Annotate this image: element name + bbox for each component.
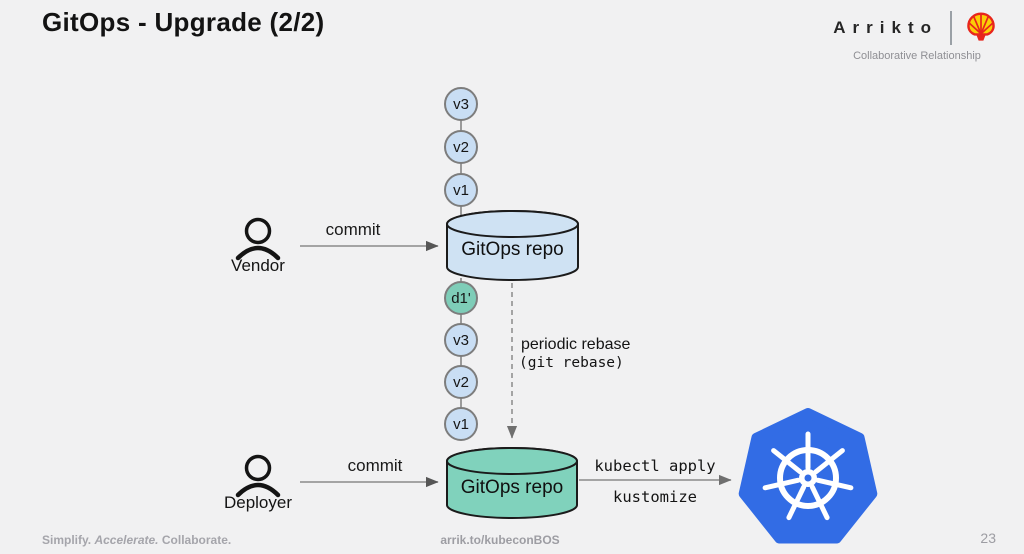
- vendor-label: Vendor: [231, 256, 285, 275]
- commit-node-deployer-v2: v2: [444, 365, 478, 399]
- vendor-repo-label: GitOps repo: [461, 239, 564, 260]
- kubectl-apply-label: kubectl apply: [594, 457, 716, 475]
- shell-pecten-icon: [967, 12, 995, 41]
- deployer-repo-cylinder: [446, 447, 578, 519]
- commit-node-vendor-v3: v3: [444, 87, 478, 121]
- commit-node-deployer-v3: v3: [444, 323, 478, 357]
- kustomize-label: kustomize: [613, 488, 697, 506]
- collaboration-tagline: Collaborative Relationship: [853, 50, 981, 62]
- commit-label-bottom: commit: [347, 456, 403, 475]
- commit-node-deployer-d1: d1': [444, 281, 478, 315]
- kubernetes-icon: [738, 408, 878, 544]
- vendor-repo-cylinder: [446, 210, 579, 281]
- slide-title: GitOps - Upgrade (2/2): [42, 7, 325, 37]
- brand-divider: [950, 11, 952, 45]
- deployer-repo-label: GitOps repo: [460, 477, 564, 498]
- rebase-label-line2: (git rebase): [519, 355, 624, 371]
- motto-part1: Simplify.: [42, 533, 92, 547]
- motto-part3: Collaborate.: [161, 533, 232, 547]
- footer-motto: Simplify. Accelerate. Collaborate.: [42, 533, 231, 547]
- deployer-label: Deployer: [223, 493, 293, 512]
- commit-node-vendor-v1: v1: [444, 173, 478, 207]
- commit-node-deployer-v1: v1: [444, 407, 478, 441]
- footer-link: arrik.to/kubeconBOS: [440, 533, 560, 547]
- page-number: 23: [980, 530, 996, 546]
- commit-node-vendor-v2: v2: [444, 130, 478, 164]
- brand-block: Arrikto: [833, 11, 998, 45]
- arrikto-wordmark: Arrikto: [833, 18, 938, 37]
- commit-label-top: commit: [325, 220, 381, 239]
- rebase-label-line1: periodic rebase: [521, 336, 631, 353]
- motto-part2: Accelerate.: [94, 533, 159, 547]
- deployer-person-icon: [235, 454, 281, 498]
- vendor-person-icon: [235, 217, 281, 261]
